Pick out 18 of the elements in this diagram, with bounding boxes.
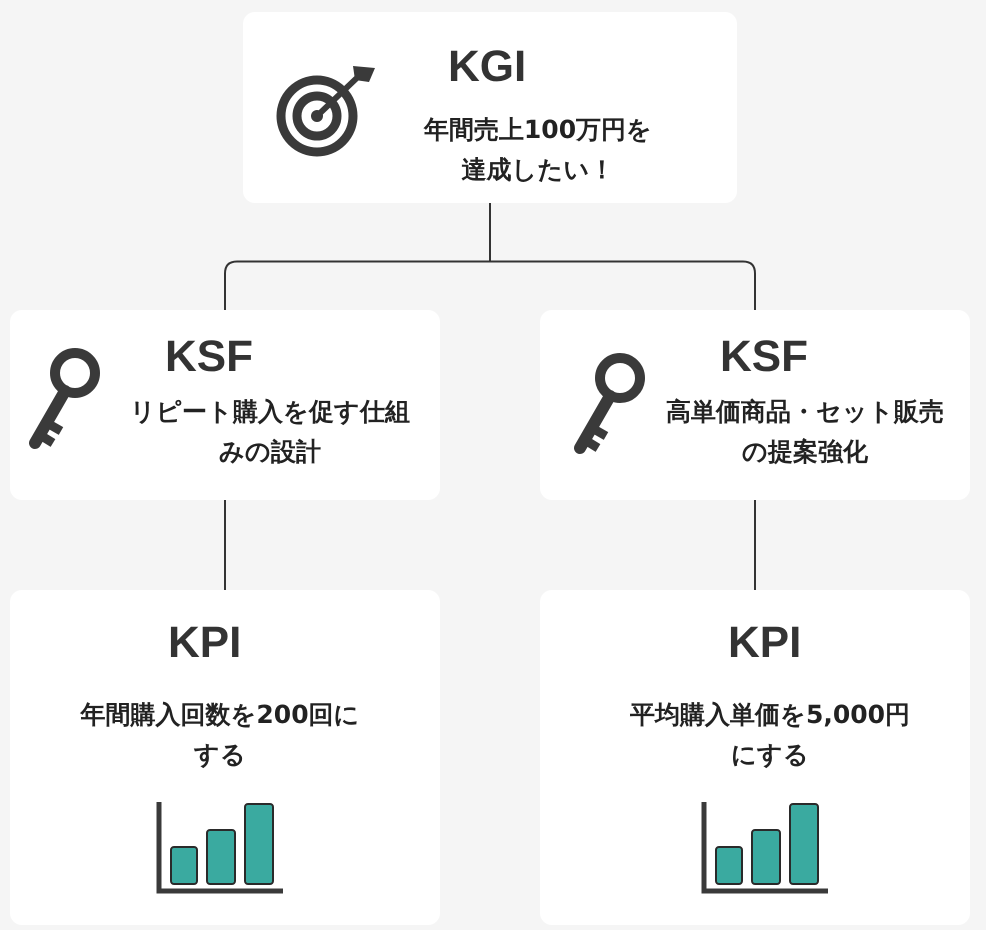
heading: KSF — [165, 332, 253, 382]
card — [10, 590, 440, 925]
card — [243, 12, 737, 203]
description: 平均購入単価を5,000円にする — [628, 699, 912, 771]
card — [540, 590, 970, 925]
heading: KGI — [448, 42, 526, 92]
card — [540, 310, 970, 500]
description: 高単価商品・セット販売の提案強化 — [665, 396, 945, 468]
heading: KPI — [168, 618, 242, 668]
description: リピート購入を促す仕組みの設計 — [129, 396, 411, 468]
connector-line — [754, 500, 756, 590]
heading: KSF — [720, 332, 808, 382]
description: 年間売上100万円を達成したい！ — [422, 114, 654, 186]
connector-line — [224, 500, 226, 590]
card — [10, 310, 440, 500]
description: 年間購入回数を200回にする — [79, 699, 361, 771]
heading: KPI — [728, 618, 802, 668]
connector-line — [489, 203, 756, 310]
